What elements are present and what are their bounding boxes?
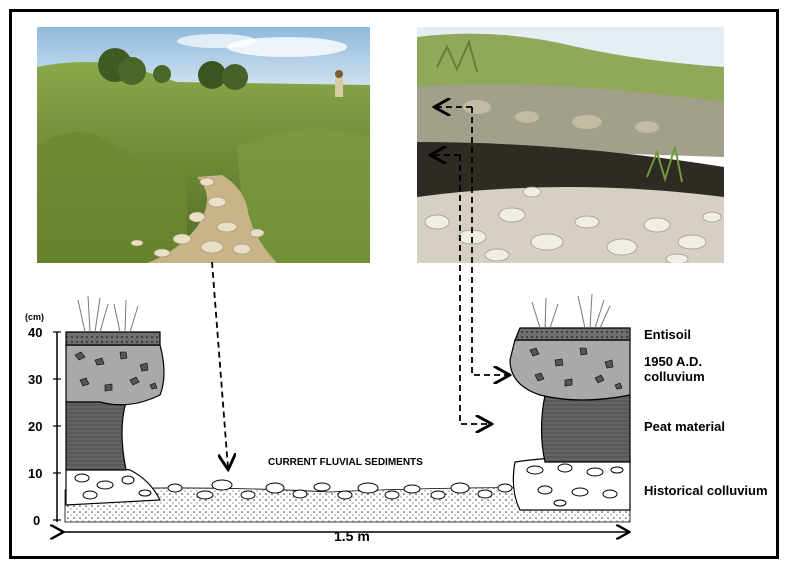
y-tick-10: 10 [28, 466, 42, 481]
connector-arrow-colluvium [472, 107, 508, 375]
layer-label-historical-colluvium: Historical colluvium [644, 483, 768, 498]
connector-arrow-channel [212, 262, 228, 468]
layer-label-entisoil: Entisoil [644, 327, 691, 342]
y-tick-30: 30 [28, 372, 42, 387]
y-axis-unit: (cm) [25, 312, 44, 322]
y-tick-40: 40 [28, 325, 42, 340]
channel-label: CURRENT FLUVIAL SEDIMENTS [268, 457, 423, 468]
layer-label-peat: Peat material [644, 419, 725, 434]
y-tick-0: 0 [33, 513, 40, 528]
width-label: 1.5 m [334, 528, 370, 544]
y-tick-20: 20 [28, 419, 42, 434]
connector-arrow-peat [460, 155, 490, 424]
layer-label-1950-colluvium: 1950 A.D. colluvium [644, 354, 754, 384]
